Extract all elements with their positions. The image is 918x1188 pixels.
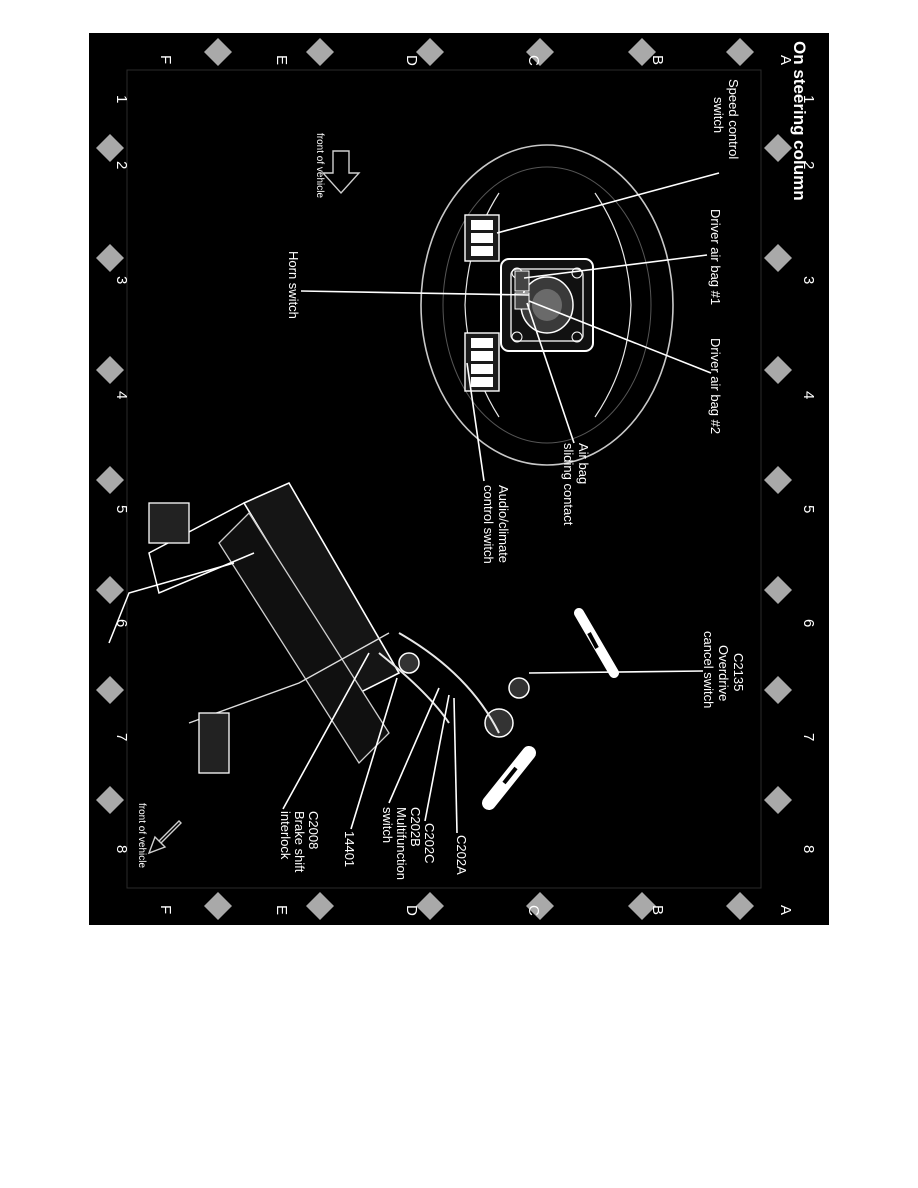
diamond-right-1: [764, 244, 792, 272]
grid-number-2-bottom: 2: [113, 161, 130, 169]
diamond-bottom-3: [526, 892, 554, 920]
grid-letter-C-right: C: [525, 905, 542, 916]
grid-number-1-top: 1: [800, 95, 817, 103]
diamond-bottom-1: [306, 892, 334, 920]
grid-letter-F-left: F: [157, 55, 174, 64]
grid-letter-D-left: D: [403, 55, 420, 66]
steering-wheel: [420, 144, 674, 466]
label-c2008-3: interlock: [278, 811, 293, 860]
diamond-right-4: [764, 576, 792, 604]
diamond-left-2: [96, 356, 124, 384]
diamond-left-4: [96, 576, 124, 604]
front-arrow-bottom: [147, 820, 182, 855]
diamond-right-6: [764, 786, 792, 814]
grid-frame: [126, 69, 762, 889]
page-title: On steering column: [790, 41, 809, 201]
label-c2135-2: Overdrive: [716, 645, 731, 701]
diamond-right-5: [764, 676, 792, 704]
grid-number-4-top: 4: [800, 391, 817, 399]
leader-lines: [282, 172, 720, 834]
grid-letter-F-right: F: [157, 905, 174, 914]
grid-number-7-bottom: 7: [113, 733, 130, 741]
grid-letter-E-right: E: [273, 905, 290, 915]
diamond-top-5: [726, 38, 754, 66]
grid-number-8-top: 8: [800, 845, 817, 853]
label-c202b-2: Multifunction: [394, 807, 409, 880]
grid-number-5-top: 5: [800, 505, 817, 513]
grid-number-5-bottom: 5: [113, 505, 130, 513]
label-driver-air-bag-1: Driver air bag #1: [708, 209, 723, 305]
diamond-bottom-0: [204, 892, 232, 920]
air-bag-connector: [514, 270, 530, 310]
diamond-bottom-4: [628, 892, 656, 920]
label-speed-control-switch: Speed control: [726, 79, 741, 159]
front-arrow-top: [321, 150, 361, 195]
label-c2008: C2008: [306, 811, 321, 849]
rotated-content: On steering column 1122334455667788AABBC…: [108, 41, 817, 916]
label-c2135: C2135: [731, 653, 746, 691]
grid-letter-E-left: E: [273, 55, 290, 65]
grid-diamond-markers: [96, 38, 792, 920]
diamond-right-0: [764, 134, 792, 162]
diamond-left-1: [96, 244, 124, 272]
diamond-left-0: [96, 134, 124, 162]
diamond-right-2: [764, 356, 792, 384]
speed-control-switch-pad: [464, 214, 500, 262]
grid-letter-A-left: A: [777, 55, 794, 65]
diamond-left-5: [96, 676, 124, 704]
label-speed-control-switch-2: switch: [711, 97, 726, 133]
diamond-top-0: [204, 38, 232, 66]
label-c202b: C202B: [408, 807, 423, 847]
diamond-top-3: [526, 38, 554, 66]
diamond-left-3: [96, 466, 124, 494]
diamond-bottom-2: [416, 892, 444, 920]
label-front-of-vehicle-bottom: front of vehicle: [136, 803, 147, 868]
label-c2135-3: cancel switch: [701, 631, 716, 708]
grid-letter-D-right: D: [403, 905, 420, 916]
grid-number-7-top: 7: [800, 733, 817, 741]
grid-number-3-bottom: 3: [113, 276, 130, 284]
part-labels: Speed control switch front of vehicle Dr…: [136, 79, 746, 880]
label-audio-climate-control-switch-2: control switch: [481, 485, 496, 564]
grid-number-6-top: 6: [800, 619, 817, 627]
diamond-top-1: [306, 38, 334, 66]
grid-number-1-bottom: 1: [113, 95, 130, 103]
label-front-of-vehicle-top: front of vehicle: [314, 133, 325, 198]
label-audio-climate-control-switch: Audio/climate: [496, 485, 511, 563]
label-14401: 14401: [342, 831, 357, 867]
label-c2008-2: Brake shift: [292, 811, 307, 873]
label-driver-air-bag-2: Driver air bag #2: [708, 338, 723, 434]
diamond-top-2: [416, 38, 444, 66]
grid-letter-B-left: B: [649, 55, 666, 65]
diamond-top-4: [628, 38, 656, 66]
steering-column-assembly: [108, 481, 619, 810]
label-c202a: C202A: [454, 835, 469, 875]
label-air-bag-sliding-contact-2: sliding contact: [561, 443, 576, 526]
grid-letter-B-right: B: [649, 905, 666, 915]
grid-number-6-bottom: 6: [113, 619, 130, 627]
grid-number-3-top: 3: [800, 276, 817, 284]
audio-climate-switch-pad: [464, 332, 500, 392]
grid-number-8-bottom: 8: [113, 845, 130, 853]
grid-letter-A-right: A: [777, 905, 794, 915]
diamond-left-6: [96, 786, 124, 814]
label-c202b-3: switch: [380, 807, 395, 843]
diamond-right-3: [764, 466, 792, 494]
grid-number-2-top: 2: [800, 161, 817, 169]
grid-number-4-bottom: 4: [113, 391, 130, 399]
diagram-panel: [89, 33, 829, 925]
label-horn-switch: Horn switch: [286, 251, 301, 319]
diamond-bottom-5: [726, 892, 754, 920]
grid-letter-C-left: C: [525, 55, 542, 66]
label-air-bag-sliding-contact: Air bag: [576, 443, 591, 484]
label-c202c: C202C: [422, 823, 437, 863]
